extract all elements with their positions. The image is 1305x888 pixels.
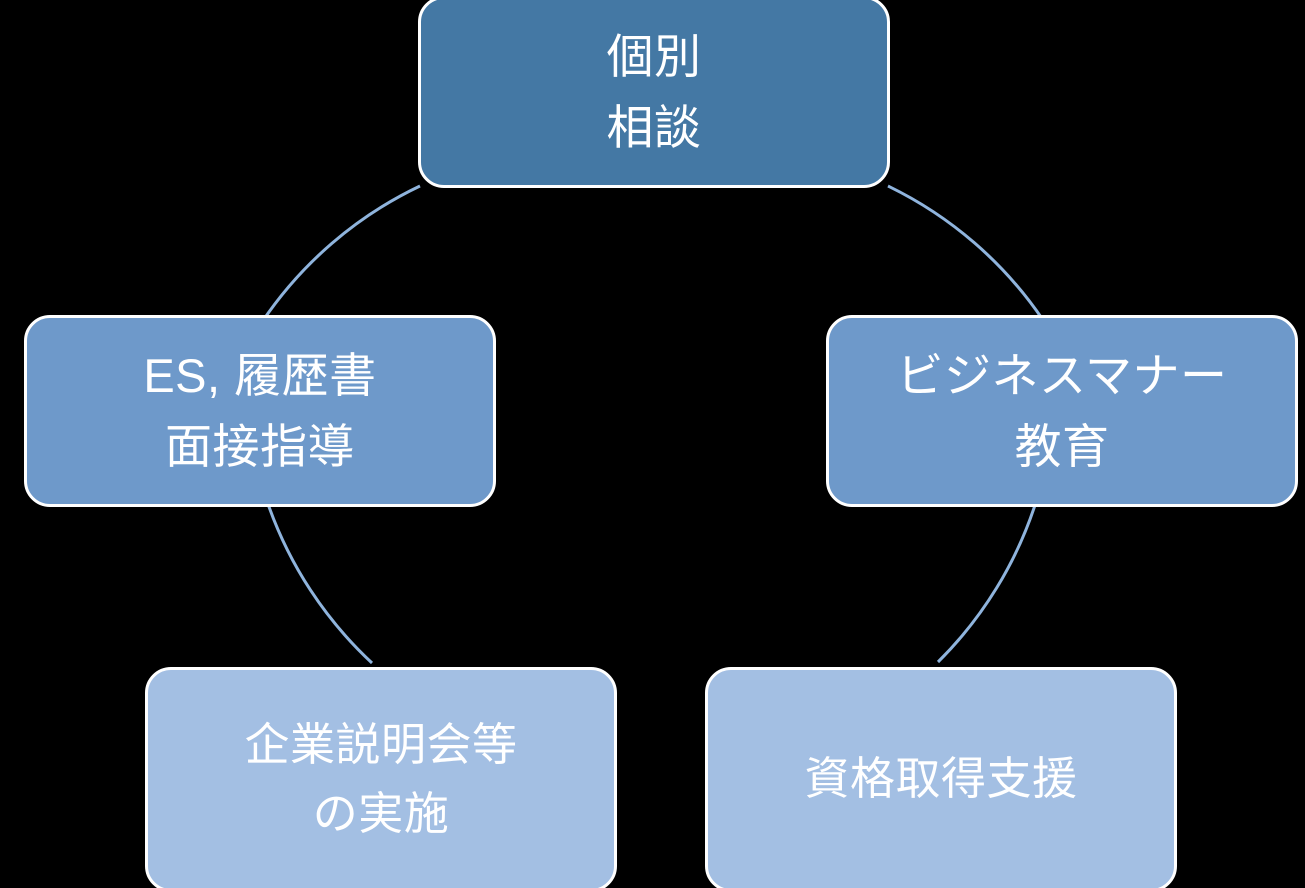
arc-manner-to-shikaku xyxy=(936,501,1038,664)
arc-kobetsu-to-manner xyxy=(887,184,1045,321)
node-label-line: の実施 xyxy=(312,787,450,839)
node-label-line: 相談 xyxy=(606,101,702,154)
node-es-resume-interview-guidance[interactable]: ES, 履歴書 面接指導 xyxy=(24,315,496,507)
node-label-line: 資格取得支援 xyxy=(804,753,1078,805)
node-qualification-support[interactable]: 資格取得支援 xyxy=(705,667,1177,888)
arc-setsumeikai-to-es xyxy=(266,503,374,665)
node-label-line: 教育 xyxy=(1014,420,1110,473)
node-individual-consultation[interactable]: 個別 相談 xyxy=(418,0,890,188)
node-company-briefing[interactable]: 企業説明会等 の実施 xyxy=(145,667,617,888)
node-label-line: ビジネスマナー xyxy=(896,348,1228,402)
node-label-line: 企業説明会等 xyxy=(244,719,518,771)
arc-es-to-kobetsu xyxy=(260,184,421,323)
node-label-line: ES, 履歴書 xyxy=(143,348,377,402)
node-label-line: 面接指導 xyxy=(165,420,355,473)
node-business-manner-education[interactable]: ビジネスマナー 教育 xyxy=(826,315,1298,507)
node-label-line: 個別 xyxy=(606,29,702,83)
